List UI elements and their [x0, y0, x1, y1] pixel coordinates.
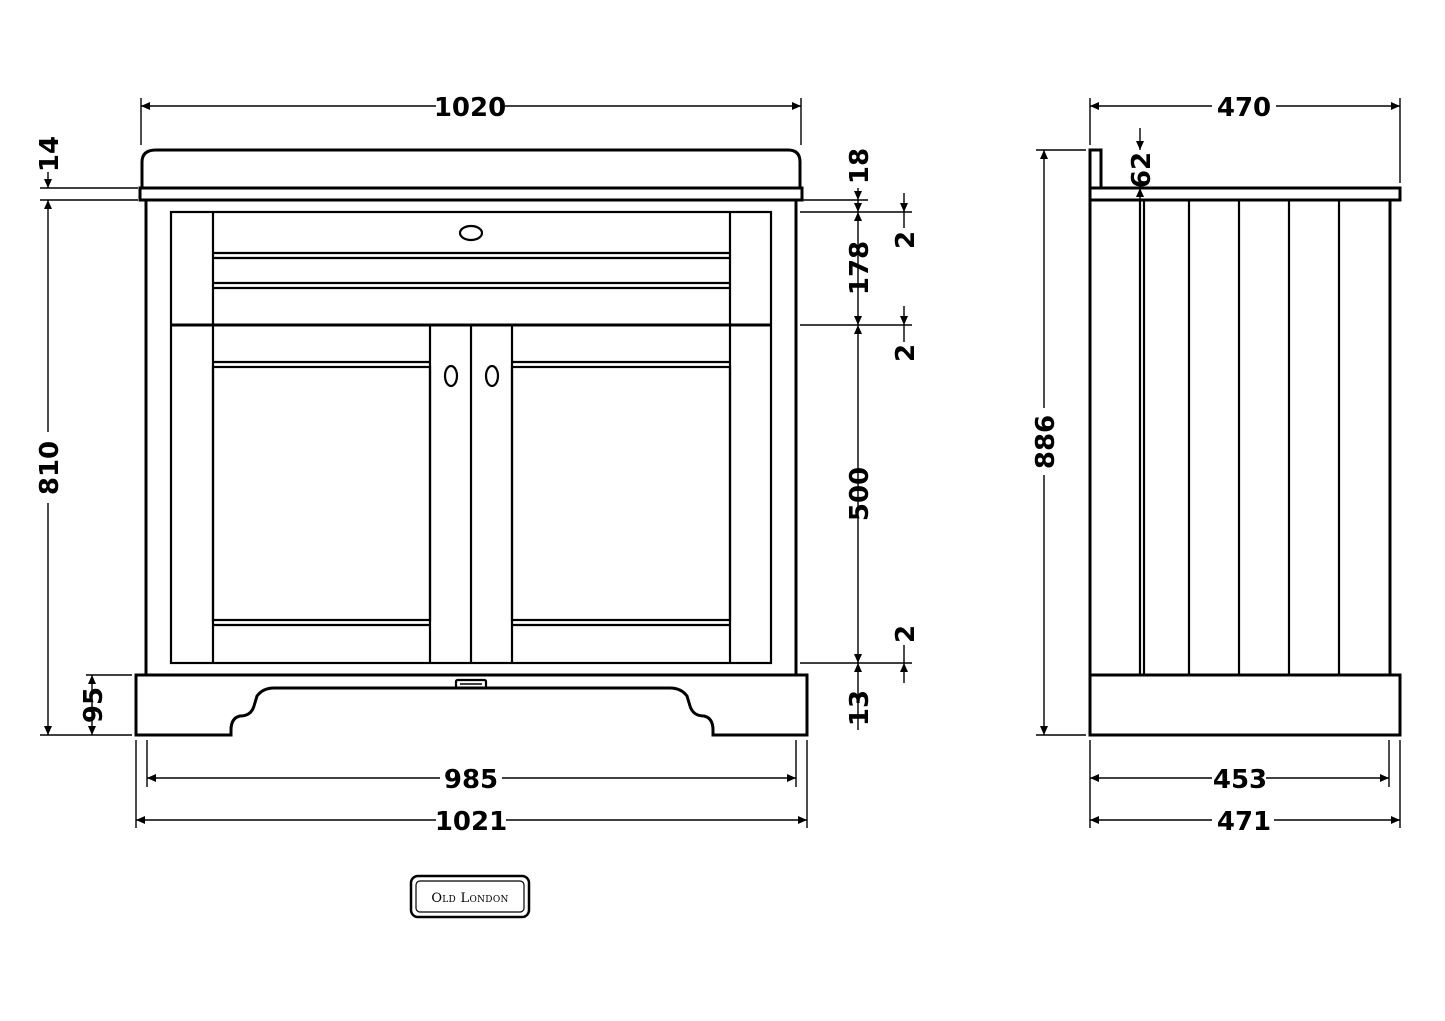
plinth — [134, 673, 809, 737]
right-door-panel — [510, 365, 732, 622]
side-dimensions: 470 62 886 453 471 — [1031, 93, 1401, 837]
brand-name: Old London — [431, 891, 508, 906]
left-door-knob — [443, 364, 459, 388]
left-door-panel — [211, 365, 432, 622]
front-view — [134, 148, 809, 737]
dim-470: 470 — [1217, 93, 1271, 123]
dim-14: 14 — [35, 136, 65, 172]
dim-2-c: 2 — [891, 625, 921, 643]
doors — [211, 325, 732, 663]
worktop — [140, 148, 802, 188]
dim-500: 500 — [845, 467, 875, 521]
dim-95: 95 — [79, 687, 109, 723]
dim-2-b: 2 — [891, 344, 921, 362]
front-dimensions: 1020 14 810 95 985 1021 — [35, 93, 921, 837]
dim-471: 471 — [1217, 807, 1271, 837]
dim-886: 886 — [1031, 415, 1061, 469]
dim-2-a: 2 — [891, 231, 921, 249]
dim-13: 13 — [845, 690, 875, 726]
worktop-edge — [138, 186, 804, 202]
dim-810: 810 — [35, 441, 65, 495]
side-plinth — [1088, 673, 1402, 737]
dim-62: 62 — [1127, 152, 1157, 188]
dim-985: 985 — [444, 765, 498, 795]
dim-1021: 1021 — [435, 807, 507, 837]
side-view — [1088, 148, 1402, 737]
drawer — [171, 212, 771, 327]
side-panels — [1138, 200, 1341, 675]
side-upstand — [1088, 148, 1103, 190]
right-door-knob — [484, 364, 500, 388]
side-worktop — [1088, 186, 1402, 202]
dim-1020: 1020 — [434, 93, 506, 123]
old-london-logo: Old London — [409, 874, 531, 919]
dim-453: 453 — [1213, 765, 1267, 795]
dim-18: 18 — [845, 148, 875, 184]
dim-178: 178 — [845, 241, 875, 295]
plinth-badge — [454, 678, 488, 690]
drawer-handle — [458, 224, 484, 242]
